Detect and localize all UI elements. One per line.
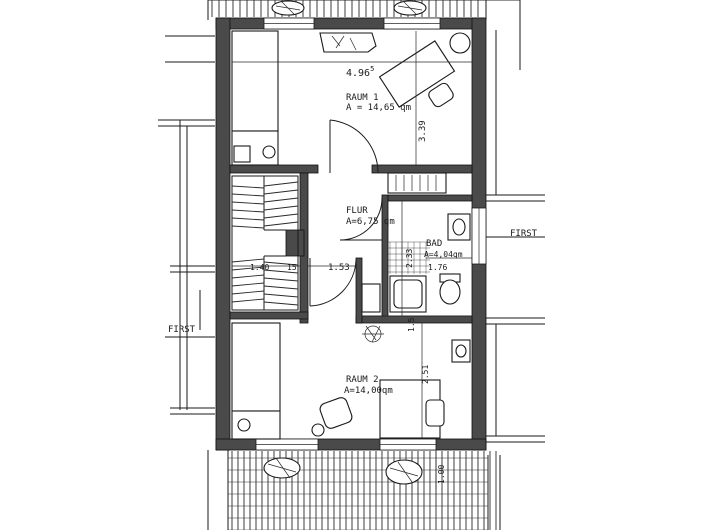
flur-area: A=6,75 qm (346, 217, 395, 227)
plant-bottom-left-icon (263, 457, 301, 479)
wall-bad-left (381, 194, 389, 322)
roof-outline (207, 0, 521, 530)
first-label-left: FIRST (168, 325, 196, 335)
plant-top-right-icon (393, 0, 427, 16)
stair-newel (285, 229, 305, 257)
flur-width-dim: 1.53 (328, 263, 350, 273)
raum2-area: A=14,00qm (344, 386, 393, 396)
first-label-right: FIRST (510, 229, 538, 239)
flur-name: FLUR (346, 206, 368, 216)
staircase (231, 175, 299, 311)
raum1-furniture (231, 30, 471, 194)
small-dim: 1.5 (407, 317, 416, 332)
armchair-raum2 (311, 397, 353, 437)
wall-raum1-bottom-right (371, 164, 473, 174)
raum1-name: RAUM 1 (346, 93, 379, 103)
stair-small-dim: 15 (287, 263, 297, 272)
raum1-area: A = 14,65 qm (346, 103, 411, 113)
plant-bottom-right-icon (385, 459, 423, 485)
wall-stair-top (229, 164, 319, 174)
raum1-width-dim: 4.965 (346, 65, 374, 79)
raum1-depth-dim: 3.39 (418, 120, 428, 142)
top-windows (263, 17, 441, 30)
bottom-windows (255, 438, 437, 451)
bad-width-dim: 1.76 (428, 263, 447, 272)
desk-raum1 (378, 40, 456, 108)
wall-bad-top (387, 194, 473, 202)
bottom-dim: 1.00 (437, 465, 446, 484)
raum2-depth-dim: 2.51 (421, 365, 430, 384)
door-raum1[interactable] (329, 119, 379, 174)
wall-stair-bottom (229, 311, 309, 320)
shelf-raum1 (387, 172, 447, 194)
raum2-furniture (231, 322, 471, 440)
planter-raum1 (319, 32, 377, 53)
raum2-name: RAUM 2 (346, 375, 379, 385)
bad-name: BAD (426, 239, 442, 249)
roof-hatching-top (208, 0, 520, 17)
right-exterior-lines (486, 30, 545, 443)
right-window (471, 207, 487, 265)
toilet-bad (439, 273, 461, 305)
washer-bad (361, 283, 381, 313)
wall-left (215, 17, 231, 451)
door-bad[interactable] (339, 197, 383, 241)
dimension-lines (232, 31, 472, 490)
chair-raum1 (428, 82, 454, 108)
wall-bottom (215, 438, 487, 451)
bad-fixtures (361, 213, 471, 313)
outer-walls (215, 17, 487, 451)
stair-width-dim: 1.40 (250, 263, 269, 272)
plant-top-left-icon (271, 0, 305, 16)
interior-walls (229, 164, 473, 324)
wall-bad-lower-left (355, 257, 363, 324)
left-exterior-lines (158, 35, 215, 415)
bad-area: A=4,04qm (424, 250, 463, 259)
chair-raum2 (425, 399, 445, 427)
wall-top (215, 17, 485, 30)
lamp-raum1 (449, 32, 471, 54)
bad-depth-dim: 2.33 (405, 249, 414, 268)
